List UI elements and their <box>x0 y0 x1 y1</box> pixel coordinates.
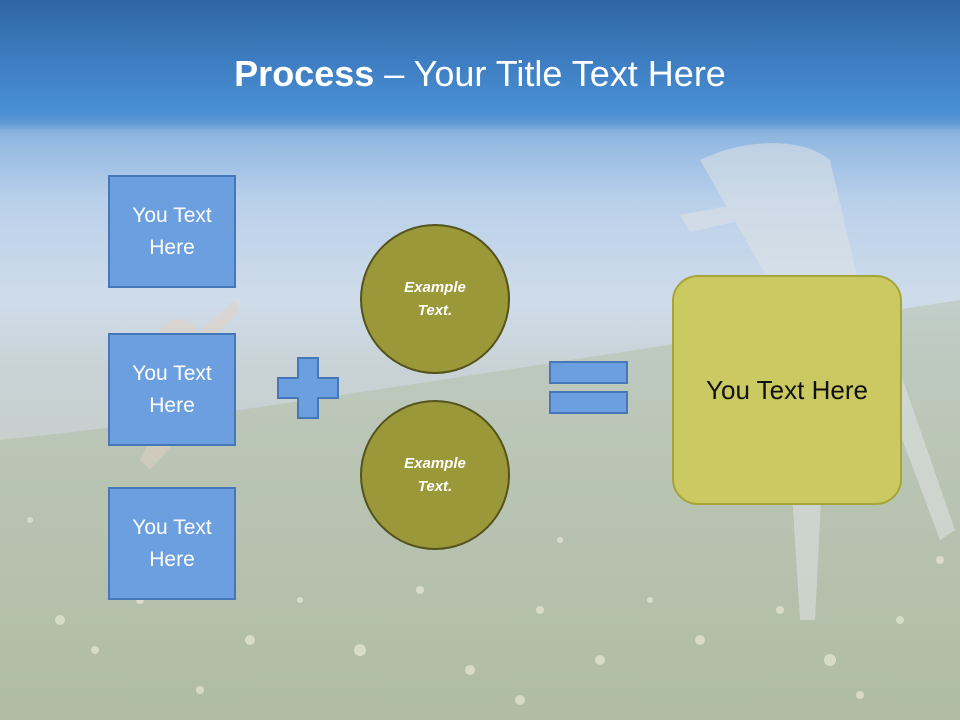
title-bar <box>0 0 960 130</box>
result-box: You Text Here <box>672 275 902 505</box>
equals-icon <box>549 361 628 414</box>
title-rest: – Your Title Text Here <box>374 53 726 94</box>
plus-icon <box>277 357 339 419</box>
example-circle-2: Example Text. <box>360 400 510 550</box>
text-box-label: You Text Here <box>132 515 212 571</box>
example-circle-1: Example Text. <box>360 224 510 374</box>
text-box-label: You Text Here <box>132 203 212 259</box>
slide-title: Process – Your Title Text Here <box>0 52 960 96</box>
text-box-1: You Text Here <box>108 175 236 288</box>
result-label: You Text Here <box>706 375 868 405</box>
text-box-label: You Text Here <box>132 361 212 417</box>
circle-label: Example Text. <box>404 455 466 495</box>
text-box-3: You Text Here <box>108 487 236 600</box>
title-bold: Process <box>234 53 375 94</box>
text-box-2: You Text Here <box>108 333 236 446</box>
circle-label: Example Text. <box>404 279 466 319</box>
